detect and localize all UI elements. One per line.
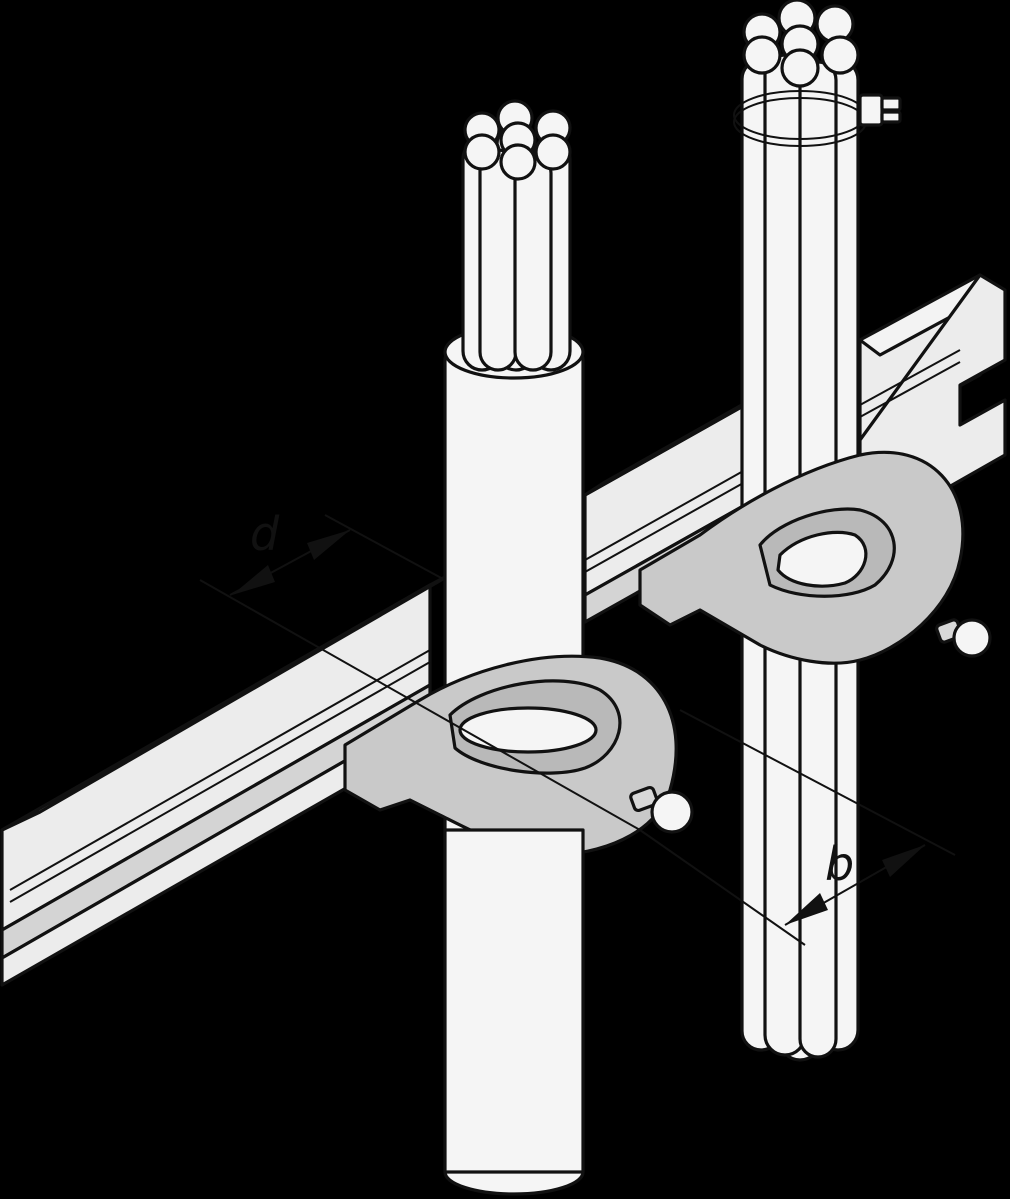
dimension-b-label: b bbox=[825, 837, 854, 891]
right-cable-clamp bbox=[638, 450, 992, 665]
right-cable-ends bbox=[742, 0, 860, 88]
dimension-d: d bbox=[199, 507, 641, 831]
left-cable-cores bbox=[461, 99, 572, 372]
dimension-d-label: d bbox=[250, 507, 280, 561]
left-cable-clamp bbox=[343, 654, 694, 1174]
right-clamp-screw bbox=[935, 618, 992, 658]
cable-tie bbox=[733, 90, 902, 147]
left-clamp-screw bbox=[629, 785, 694, 834]
dimension-b: b bbox=[639, 709, 956, 946]
